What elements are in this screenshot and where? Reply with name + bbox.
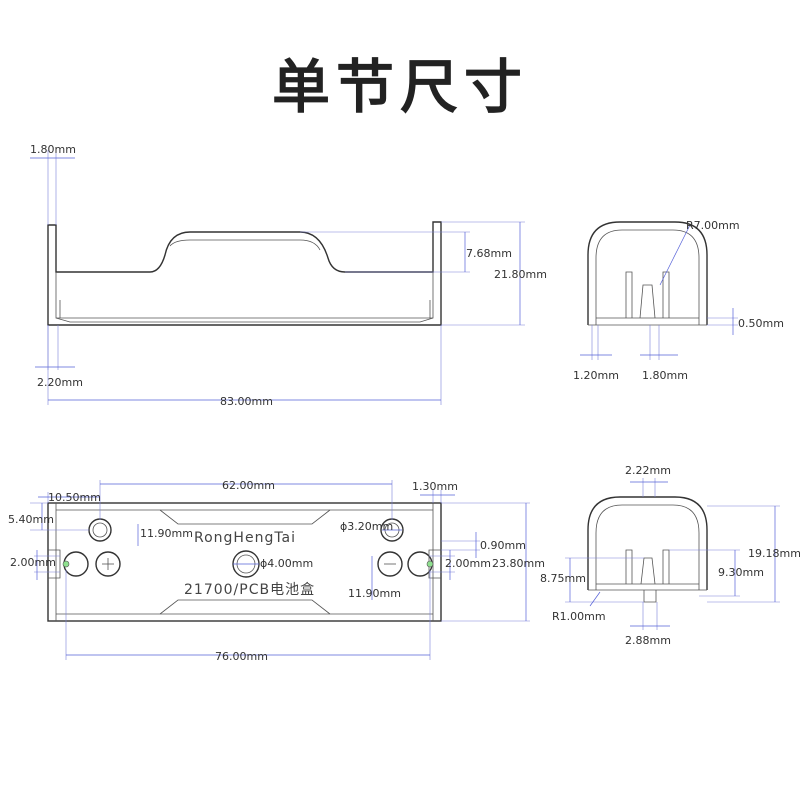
dim-hole-spacing: 62.00mm — [222, 479, 275, 492]
end-view-top: R7.00mm 0.50mm 1.20mm 1.80mm — [573, 219, 784, 382]
dim-height: 21.80mm — [494, 268, 547, 281]
dim-bottom-width: 2.88mm — [625, 634, 671, 647]
dim-center-width: 1.80mm — [642, 369, 688, 382]
dim-base: 2.20mm — [37, 376, 83, 389]
dim-hole-diameter: ϕ3.20mm — [340, 520, 393, 533]
dim-left-width: 1.20mm — [573, 369, 619, 382]
dim-top-gap: 2.22mm — [625, 464, 671, 477]
dim-slot-depth: 7.68mm — [466, 247, 512, 260]
dim-length: 83.00mm — [220, 395, 273, 408]
dim-left-tab: 2.00mm — [10, 556, 56, 569]
model-text: 21700/PCB电池盒 — [184, 581, 315, 598]
dim-right-tab: 2.00mm — [445, 557, 491, 570]
dim-tab-height: 0.90mm — [480, 539, 526, 552]
page-title: 单节尺寸 — [271, 53, 528, 121]
dim-radius: R7.00mm — [686, 219, 740, 232]
side-view: 1.80mm 7.68mm 21.80mm 2.20mm 83.00mm — [30, 143, 547, 408]
dim-slot-right: 11.90mm — [348, 587, 401, 600]
dim-corner-radius: R1.00mm — [552, 610, 606, 623]
dim-center-hole: ϕ4.00mm — [260, 557, 313, 570]
dim-edge-to-hole: 10.50mm — [48, 491, 101, 504]
end-view-bottom: 2.22mm 19.18mm 9.30mm 8.75mm R1.00mm 2.8… — [540, 464, 800, 647]
dim-pin-height: 8.75mm — [540, 572, 586, 585]
dim-hole-from-top: 5.40mm — [8, 513, 54, 526]
dim-inner-height: 9.30mm — [718, 566, 764, 579]
dim-thickness: 1.80mm — [30, 143, 76, 156]
brand-text: RongHengTai — [194, 530, 296, 546]
dim-slot-left: 11.90mm — [140, 527, 193, 540]
dim-tab-width: 1.30mm — [412, 480, 458, 493]
dim-width: 23.80mm — [492, 557, 545, 570]
dim-pin-spacing: 76.00mm — [215, 650, 268, 663]
dim-gap: 0.50mm — [738, 317, 784, 330]
top-view: 62.00mm 10.50mm 1.30mm 5.40mm 11.90mm Ro… — [8, 479, 545, 663]
dim-total-height: 19.18mm — [748, 547, 800, 560]
